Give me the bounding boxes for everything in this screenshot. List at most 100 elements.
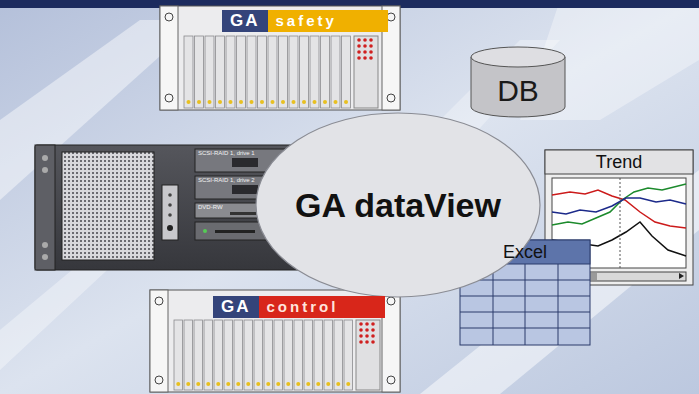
card-slot	[184, 320, 193, 390]
card-slot	[247, 36, 256, 108]
status-led	[359, 322, 363, 326]
slot-led	[260, 100, 264, 104]
status-led	[363, 44, 367, 48]
control-rack	[150, 290, 400, 392]
card-slot	[214, 320, 223, 390]
sheet-title: Excel	[460, 240, 590, 264]
drive-label: DVD-RW	[198, 204, 223, 211]
server-chassis-part	[42, 155, 48, 161]
database-cylinder: DB	[470, 46, 566, 118]
ellipse-shape	[256, 113, 540, 297]
slot-led	[246, 382, 250, 386]
cylinder-top	[471, 47, 565, 67]
card-slot	[289, 36, 298, 108]
product-badge: GAsafety	[222, 10, 388, 32]
slot-led	[313, 100, 317, 104]
card-slot	[284, 320, 293, 390]
slot-led	[336, 382, 340, 386]
status-led	[359, 334, 363, 338]
status-led	[371, 340, 375, 344]
slot-led	[186, 382, 190, 386]
server-chassis-part	[35, 145, 55, 270]
trend-window-part	[545, 150, 693, 174]
slot-led	[334, 100, 338, 104]
product-badge: GAcontrol	[213, 296, 385, 318]
status-led	[357, 38, 361, 42]
server-chassis-part	[42, 254, 48, 260]
server-chassis-part	[42, 167, 48, 173]
status-led	[371, 334, 375, 338]
slot-led	[226, 382, 230, 386]
safety-rack-part	[387, 94, 395, 102]
control-rack-part	[356, 320, 380, 390]
status-led	[371, 328, 375, 332]
slot-led	[208, 100, 212, 104]
slot-led	[326, 382, 330, 386]
card-slot	[184, 36, 193, 108]
product-name: safety	[268, 10, 389, 32]
card-slot	[264, 320, 273, 390]
server-chassis-part	[62, 152, 154, 260]
card-slot	[344, 320, 353, 390]
trend-window-part	[620, 178, 621, 268]
card-slot	[342, 36, 351, 108]
card-slot	[324, 320, 333, 390]
slot-led	[216, 382, 220, 386]
slot-led	[323, 100, 327, 104]
window-title: Trend	[545, 150, 693, 174]
status-led	[369, 38, 373, 42]
control-rack-part	[387, 297, 395, 305]
server-chassis-part	[167, 225, 173, 231]
server-chassis-part	[42, 242, 48, 248]
card-slot	[310, 36, 319, 108]
slot-led	[266, 382, 270, 386]
slot-led	[187, 100, 191, 104]
card-slot	[204, 320, 213, 390]
grid-line	[460, 312, 590, 313]
status-led	[359, 328, 363, 332]
slot-led	[346, 382, 350, 386]
card-slot	[234, 320, 243, 390]
server-chassis-part	[168, 213, 172, 217]
card-slot	[244, 320, 253, 390]
card-slot	[304, 320, 313, 390]
server-chassis-part	[215, 230, 255, 233]
card-slot	[268, 36, 277, 108]
slot-led	[276, 382, 280, 386]
server-chassis-part	[203, 229, 207, 233]
status-led	[365, 340, 369, 344]
card-slot	[321, 36, 330, 108]
grid-line	[558, 264, 559, 345]
slot-led	[316, 382, 320, 386]
status-led	[357, 50, 361, 54]
sheet-title-text: Excel	[503, 243, 547, 261]
slot-led	[302, 100, 306, 104]
card-slot	[237, 36, 246, 108]
status-led	[365, 328, 369, 332]
drive-label: SCSI-RAID 1, drive 1	[198, 150, 255, 157]
window-title-text: Trend	[596, 153, 642, 171]
database-label: DB	[497, 74, 539, 108]
slot-led	[218, 100, 222, 104]
status-led	[369, 50, 373, 54]
card-slot	[279, 36, 288, 108]
server-chassis-part	[162, 185, 178, 240]
status-led	[369, 56, 373, 60]
slot-led	[197, 100, 201, 104]
card-slot	[334, 320, 343, 390]
safety-rack-part	[387, 13, 395, 21]
status-led	[371, 322, 375, 326]
server-chassis-part	[168, 193, 172, 197]
safety-rack-part	[160, 6, 400, 110]
status-led	[363, 50, 367, 54]
slot-led	[271, 100, 275, 104]
card-slot	[174, 320, 183, 390]
card-slot	[205, 36, 214, 108]
status-led	[369, 44, 373, 48]
safety-rack-part	[165, 94, 173, 102]
status-led	[357, 56, 361, 60]
slot-led	[281, 100, 285, 104]
product-name: control	[259, 296, 386, 318]
